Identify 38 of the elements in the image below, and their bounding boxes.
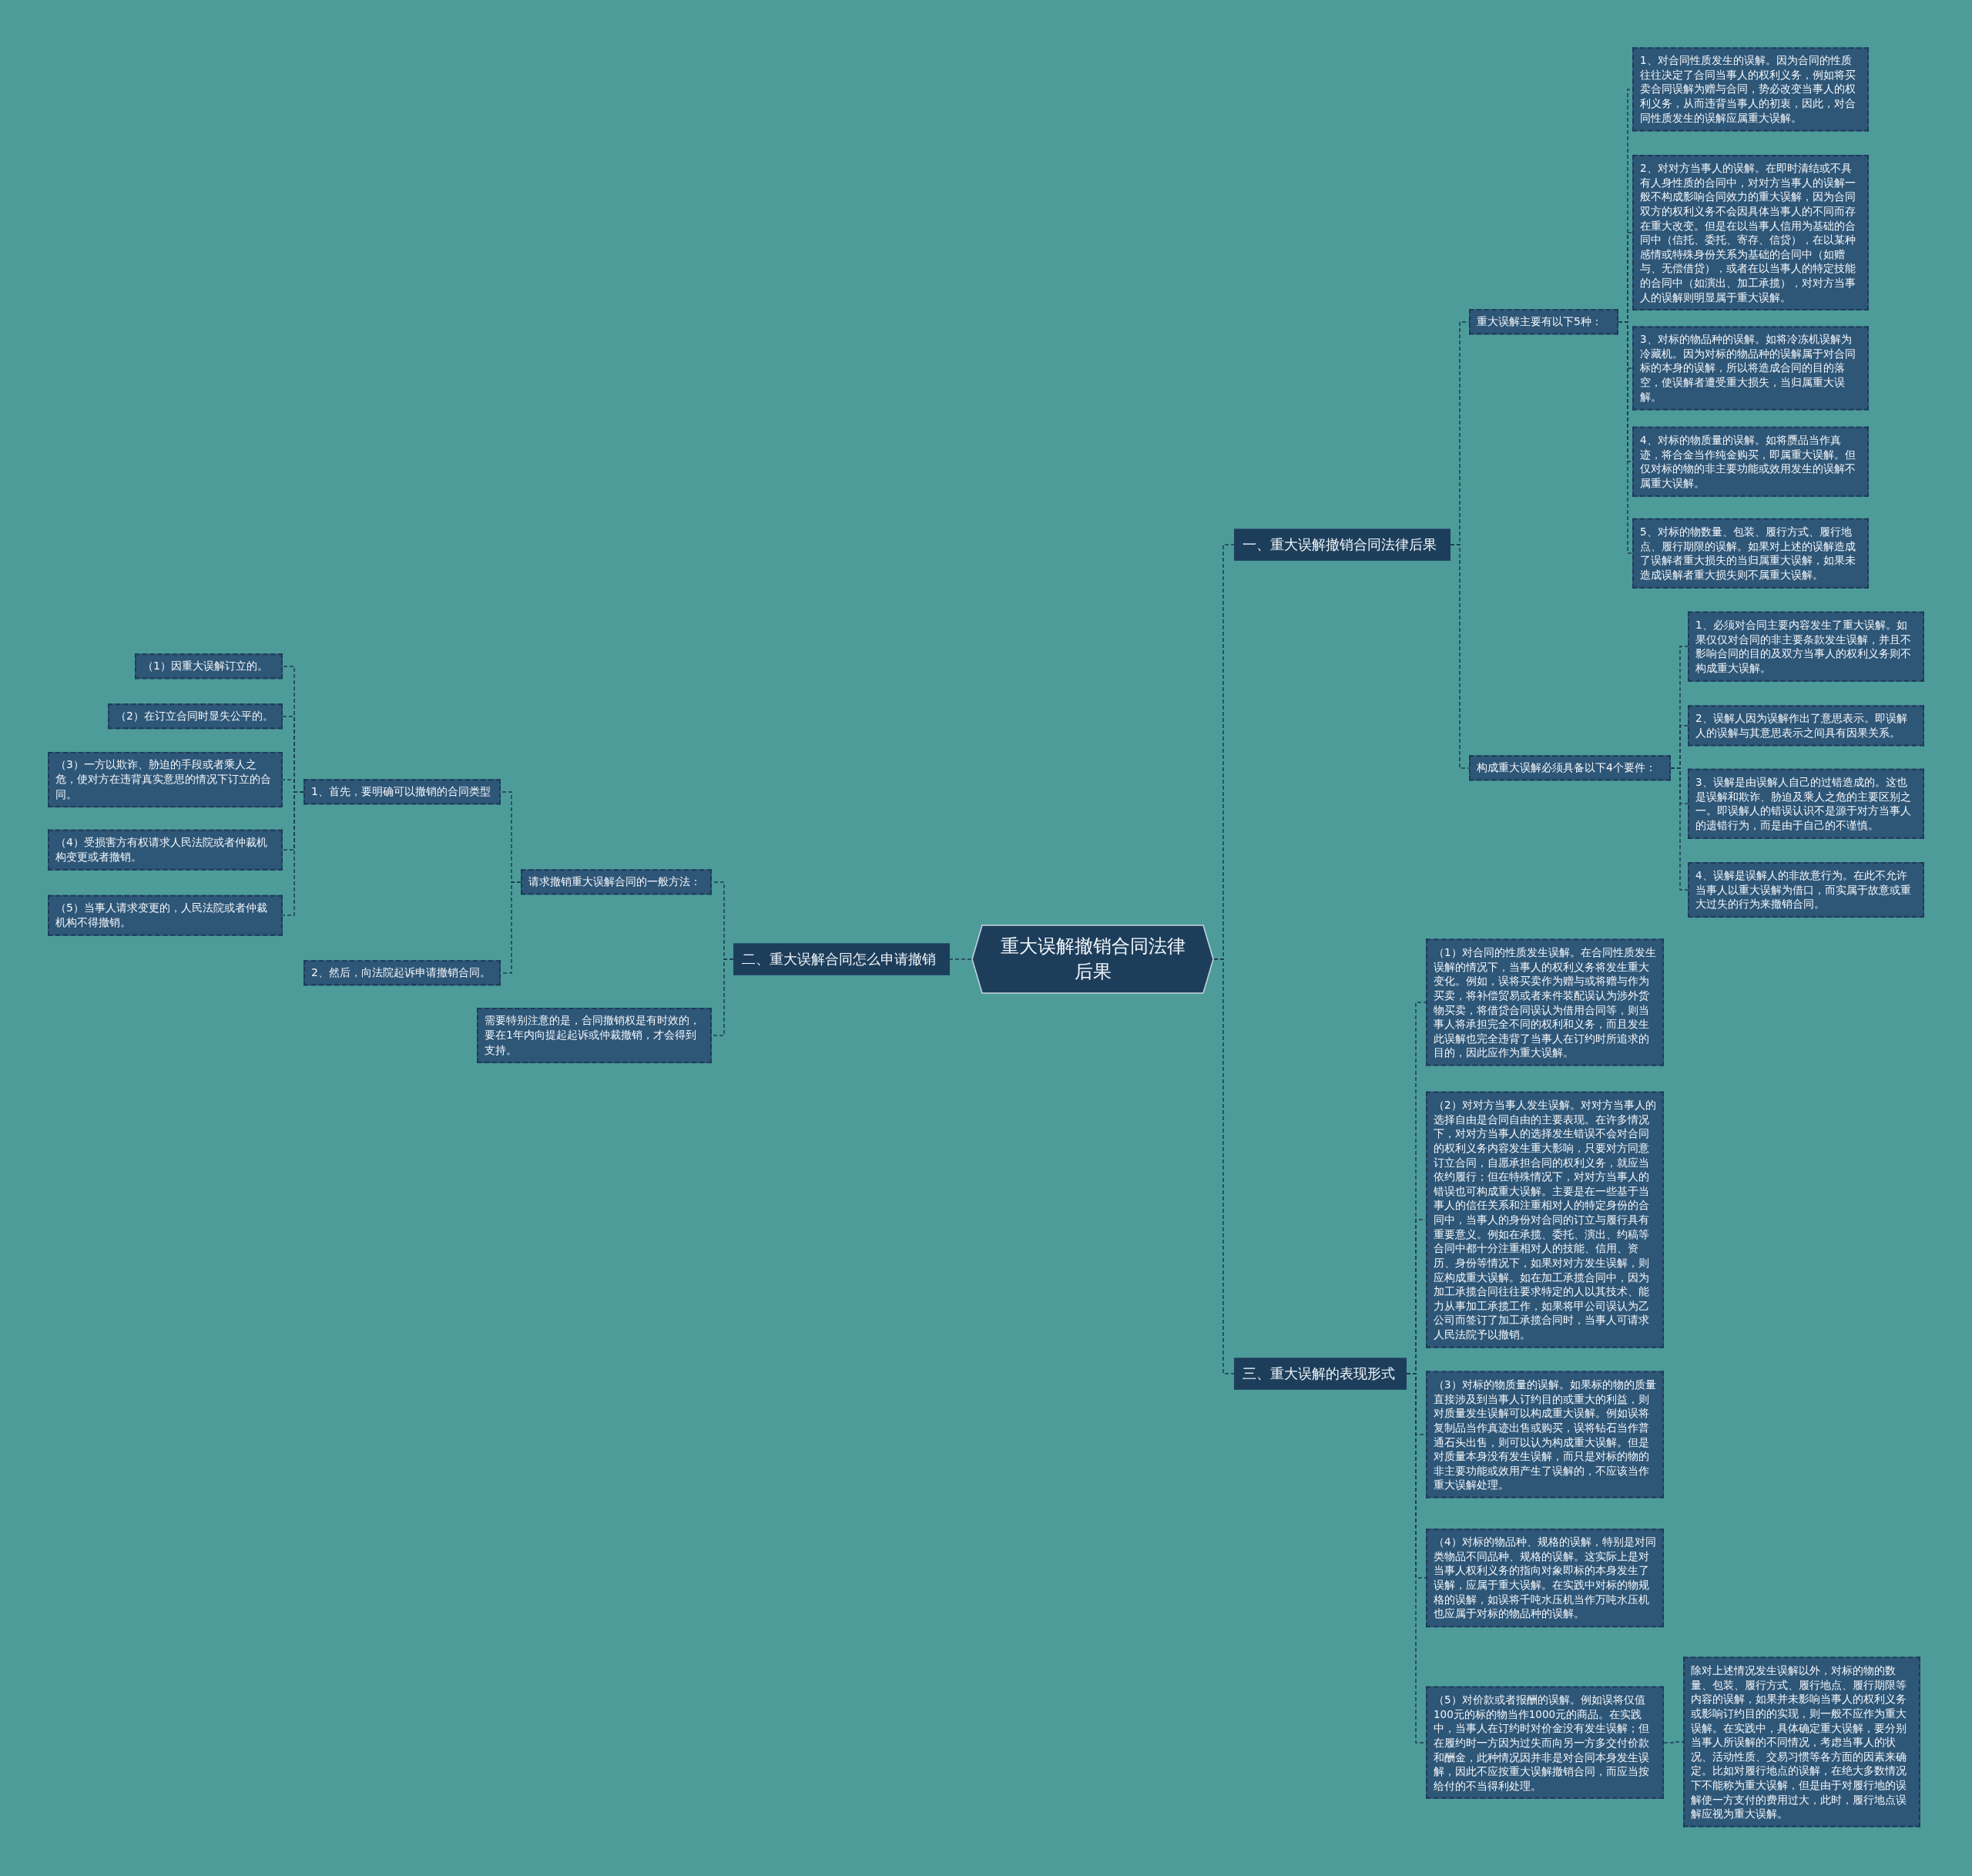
text-box: （1）对合同的性质发生误解。在合同性质发生误解的情况下，当事人的权利义务将发生重大变化。例如，误将买卖作为赠与或将赠与作为买卖，将补偿贸易或者来件装配误认为涉外货物买卖，将借贷合同误认为借用合同等，则当事人将承担完全不同的权利和义务，而且发生此误解也完全违背了当事人在订约时所追求的目的，因此应作为重大误解。 [1426, 938, 1664, 1066]
branch-box: 三、重大误解的表现形式 [1234, 1357, 1407, 1390]
connector-line [949, 958, 972, 960]
topic-box: （3）一方以欺诈、胁迫的手段或者乘人之危，使对方在违背真实意思的情况下订立的合同。 [48, 752, 283, 807]
topic-box: 请求撤销重大误解合同的一般方法： [521, 869, 712, 895]
topic-box: 重大误解主要有以下5种： [1469, 309, 1618, 335]
connector-line [711, 958, 734, 1036]
topic-box: 2、然后，向法院起诉申请撤销合同。 [304, 960, 501, 986]
branch-box: 二、重大误解合同怎么申请撤销 [733, 943, 950, 975]
text-box: 4、对标的物质量的误解。如将赝品当作真迹，将合金当作纯金购买，即属重大误解。但仅对标的物的非主要功能或效用发生的误解不属重大误解。 [1632, 426, 1869, 497]
text-box: 除对上述情况发生误解以外，对标的物的数量、包装、履行方式、履行地点、履行期限等内容的误解，如果并未影响当事人的权利义务或影响订约目的的实现，则一般不应作为重大误解。在实践中，具体确定重大误解，要分别当事人所误解的不同情况，考虑当事人的状况、活动性质、交易习惯等各方面的因素来确定。比如对履行地点的误解，在绝大多数情况下不能称为重大误解，但是由于对履行地的误解使一方支付的费用过大，此时，履行地点误解应视为重大误解。 [1683, 1656, 1920, 1827]
text-box: （4）对标的物品种、规格的误解，特别是对同类物品不同品种、规格的误解。这实际上是对当事人权利义务的指向对象即标的本身发生了误解，应属于重大误解。在实践中对标的物规格的误解，如误将千吨水压机当作万吨水压机也应属于对标的物品种的误解。 [1426, 1529, 1664, 1627]
topic-box: （1）因重大误解订立的。 [135, 653, 283, 680]
text-box: 4、误解是误解人的非故意行为。在此不允许当事人以重大误解为借口，而实属于故意或重大过失的行为来撤销合同。 [1688, 862, 1924, 918]
connector-line [1618, 321, 1633, 554]
topic-box: （4）受损害方有权请求人民法院或者仲裁机构变更或者撤销。 [48, 829, 283, 871]
text-box: 1、对合同性质发生的误解。因为合同的性质往往决定了合同当事人的权利义务，例如将买卖合同误解为赠与合同，势必改变当事人的权利义务，从而违背当事人的初衷，因此，对合同性质发生的误解应属重大误解。 [1632, 47, 1869, 132]
connector-line [1213, 958, 1235, 1374]
text-box: 5、对标的物数量、包装、履行方式、履行地点、履行期限的误解。如果对上述的误解造成了误解者重大损失的当归属重大误解，如果未造成误解者重大损失则不属重大误解。 [1632, 518, 1869, 589]
topic-box: 构成重大误解必须具备以下4个要件： [1469, 755, 1671, 781]
connector-line [282, 791, 304, 916]
text-box: 2、对对方当事人的误解。在即时清结或不具有人身性质的合同中，对对方当事人的误解一般不构成影响合同效力的重大误解，因为合同双方的权利义务不会因具体当事人的不同而存在重大改变。但是在以当事人信用为基础的合同中（信托、委托、寄存、信贷），在以某种感情或特殊身份关系为基础的合同中（如赠与、无偿借贷），或者在以当事人的特定技能的合同中（如演出、加工承揽），对对方当事人的误解则明显属于重大误解。 [1632, 154, 1869, 311]
branch-box: 一、重大误解撤销合同法律后果 [1234, 529, 1450, 561]
text-box: （2）对对方当事人发生误解。对对方当事人的选择自由是合同自由的主要表现。在许多情况下，对对方当事人的选择发生错误不会对合同的权利义务内容发生重大影响，只要对方同意订立合同，自愿承担合同的权利义务，就应当依约履行；但在特殊情况下，对对方当事人的错误也可构成重大误解。主要是在一些基于当事人的信任关系和注重相对人的特定身份的合同中，当事人的身份对合同的订立与履行具有重要意义。例如在承揽、委托、演出、约稿等合同中都十分注重相对人的技能、信用、资历、身份等情况下，如果对对方发生误解，则应构成重大误解。如在加工承揽合同中，因为加工承揽合同往往要求特定的人以其技术、能力从事加工承揽工作，如果将甲公司误认为乙公司而签订了加工承揽合同时，当事人可请求人民法院予以撤销。 [1426, 1091, 1664, 1348]
text-box: 2、误解人因为误解作出了意思表示。即误解人的误解与其意思表示之间具有因果关系。 [1688, 705, 1924, 747]
topic-box: （5）当事人请求变更的，人民法院或者仲裁机构不得撤销。 [48, 894, 283, 936]
text-box: 3、对标的物品种的误解。如将冷冻机误解为冷藏机。因为对标的物品种的误解属于对合同标的本身的误解，所以将造成合同的目的落空，使误解者遭受重大损失，当归属重大误解。 [1632, 326, 1869, 411]
topic-box: 需要特别注意的是，合同撤销权是有时效的，要在1年内向提起起诉或仲裁撤销，才会得到支持。 [477, 1008, 712, 1063]
connector-line [1670, 767, 1689, 891]
connector-line [1663, 1741, 1684, 1743]
central-topic: 重大误解撤销合同法律后果 [971, 925, 1214, 994]
text-box: （3）对标的物质量的误解。如果标的物的质量直接涉及到当事人订约目的或重大的利益，则对质量发生误解可以构成重大误解。例如误将复制品当作真迹出售或购买，误将钻石当作普通石头出售，则可以认为构成重大误解。但是对质量本身没有发生误解，而只是对标的物的非主要功能或效用产生了误解的，不应该当作重大误解处理。 [1426, 1371, 1664, 1498]
text-box: 3、误解是由误解人自己的过错造成的。这也是误解和欺诈、胁迫及乘人之危的主要区别之一。即误解人的错误认识不是源于对方当事人的遗错行为，而是由于自己的不谨慎。 [1688, 768, 1924, 839]
topic-box: 1、首先，要明确可以撤销的合同类型 [304, 779, 501, 805]
topic-box: （2）在订立合同时显失公平的。 [108, 703, 283, 730]
text-box: 1、必须对合同主要内容发生了重大误解。如果仅仅对合同的非主要条款发生误解，并且不影响合同的目的及双方当事人的权利义务则不构成重大误解。 [1688, 611, 1924, 682]
text-box: （5）对价款或者报酬的误解。例如误将仅值100元的标的物当作1000元的商品。在实践中，当事人在订约时对价金没有发生误解；但在履约时一方因为过失而向另一方多交付价款和酬金，此种情况因并非是对合同本身发生误解，因此不应按重大误解撤销合同，而应当按给付的不当得利处理。 [1426, 1686, 1664, 1800]
connector-line [1450, 544, 1470, 769]
